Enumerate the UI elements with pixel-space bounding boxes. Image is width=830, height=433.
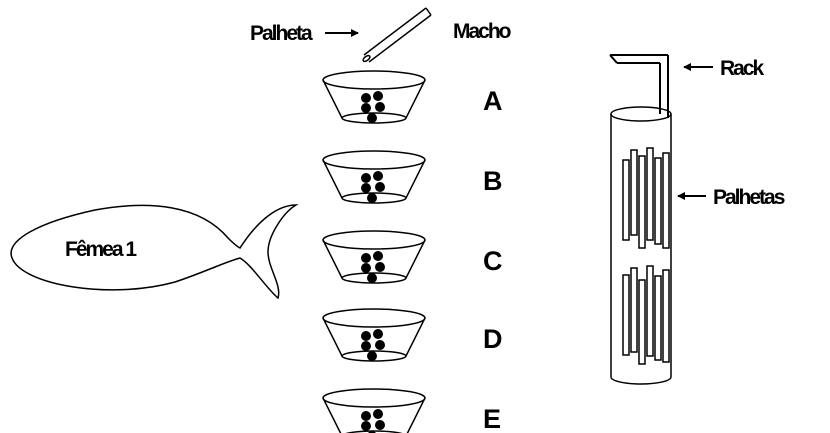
cup-label-b: B (483, 166, 503, 196)
embryo-dot (373, 329, 383, 339)
cup-label-a: A (483, 86, 503, 116)
rack-label: Rack (720, 57, 765, 80)
rack-tube (610, 106, 672, 385)
palhetas-label: Palhetas (713, 186, 785, 209)
macho-label: Macho (453, 20, 511, 43)
cup-c: C (322, 230, 503, 284)
femea-fish (10, 204, 299, 300)
embryo-dot (361, 103, 371, 113)
rack-straw (662, 152, 670, 249)
embryo-dot (373, 409, 383, 419)
palheta-label: Palheta (250, 22, 313, 45)
embryo-dot (375, 102, 385, 112)
embryo-dot (361, 421, 371, 431)
embryo-dot (367, 351, 377, 361)
embryo-dot (375, 182, 385, 192)
rack-straw (654, 157, 662, 245)
cup-a: A (322, 70, 503, 124)
cup-b: B (322, 150, 503, 204)
embryo-dot (373, 251, 383, 261)
palheta-straw (362, 7, 432, 63)
embryo-dot (361, 183, 371, 193)
rack-straw (646, 147, 654, 241)
rack-straw (622, 159, 630, 241)
embryo-dot (373, 91, 383, 101)
rack-straw (622, 274, 630, 356)
cup-label-e: E (483, 404, 501, 433)
embryo-dot (373, 171, 383, 181)
cup-label-d: D (483, 324, 503, 354)
rack-holder (609, 54, 669, 118)
rack-straw (638, 155, 646, 249)
cups-group: A B C D E (322, 70, 503, 433)
rack-straw (630, 267, 638, 353)
embryo-dot (367, 193, 377, 203)
embryo-dot (361, 341, 371, 351)
embryo-dot (375, 262, 385, 272)
rack-straw (654, 275, 662, 361)
embryo-dot (361, 253, 371, 263)
embryo-dot (361, 263, 371, 273)
rack-straw (662, 269, 670, 363)
rack-straw (630, 149, 638, 236)
rack-straws (622, 147, 670, 365)
cup-d: D (322, 308, 503, 362)
embryo-dot (361, 331, 371, 341)
embryo-dot (367, 113, 377, 123)
cup-label-c: C (483, 246, 503, 276)
rack-straw (646, 265, 654, 357)
rack-straw (638, 279, 646, 365)
embryo-dot (361, 173, 371, 183)
embryo-dot (375, 420, 385, 430)
embryo-dot (361, 93, 371, 103)
cup-e: E (322, 388, 501, 433)
embryo-dot (375, 340, 385, 350)
embryo-dot (367, 273, 377, 283)
embryo-dot (361, 411, 371, 421)
femea-label: Fêmea 1 (65, 238, 137, 261)
